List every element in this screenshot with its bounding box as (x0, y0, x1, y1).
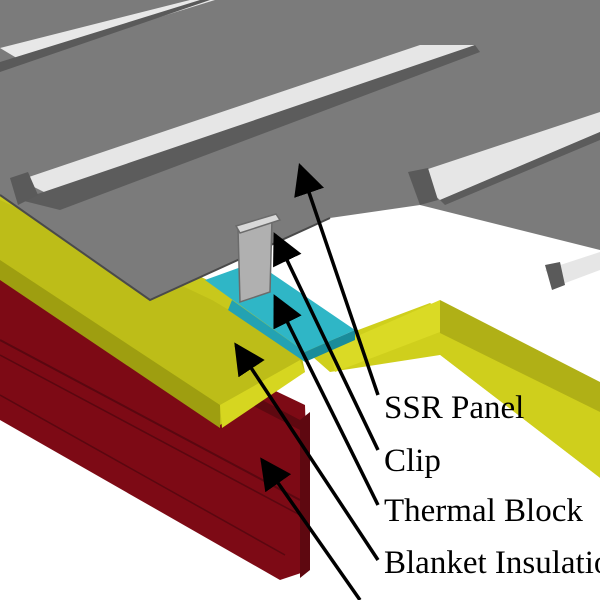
callout-arrows (234, 163, 380, 600)
arrow-ssr-panel (294, 163, 380, 396)
clip (234, 213, 282, 304)
label-ssr-panel: SSR Panel (384, 390, 525, 426)
label-blanket-insulation: Blanket Insulation (384, 545, 600, 581)
label-thermal-block: Thermal Block (384, 493, 583, 529)
arrow-deck (260, 457, 362, 600)
arrow-thermal-block (273, 294, 380, 506)
cutout (310, 355, 600, 600)
ssr-panel (0, 0, 600, 302)
label-clip: Clip (384, 443, 441, 479)
arrow-clip (273, 232, 380, 451)
arrow-blanket-insulation (234, 342, 380, 561)
